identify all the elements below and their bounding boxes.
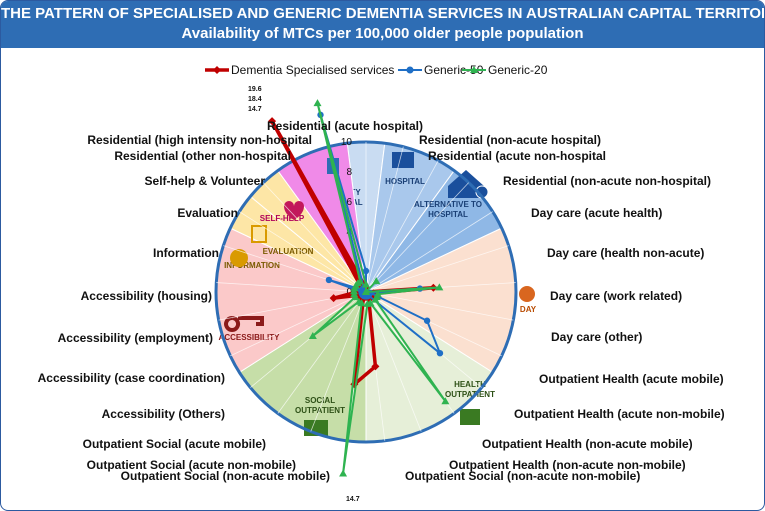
data-point [268,117,277,126]
legend-marker [470,66,478,73]
axis-spoke [365,182,469,293]
category-label: Outpatient Social (non-acute mobile) [121,469,330,483]
legend-label: Dementia Specialised services [231,63,394,77]
axis-spoke [277,291,367,414]
info-icon [230,249,248,267]
data-point [441,397,450,405]
sector-label: INFORMATION [224,261,280,270]
chart-header: THE PATTERN OF SPECIALISED AND GENERIC D… [1,1,764,48]
category-label: Outpatient Health (acute non-mobile) [514,407,725,421]
data-point [423,317,431,324]
axis-spoke [239,211,367,293]
category-label: Residential (high intensity non-hospital [87,133,312,147]
axis-spoke [310,291,367,432]
data-point [362,280,370,288]
data-point [371,362,380,371]
axis-spoke [230,291,367,357]
doctor-patient-icon [460,409,480,425]
data-point [308,331,317,339]
category-label: Accessibility (housing) [81,289,212,303]
heart-hand-icon [284,201,304,220]
legend-marker [213,66,221,74]
category-label: Outpatient Social (acute mobile) [83,437,266,451]
legend: Dementia Specialised services Generic-50 G… [205,63,548,77]
data-point [436,349,444,357]
axis-spoke [250,291,367,388]
series-generic-20 [308,99,450,477]
category-label: Residential (acute hospital) [267,119,423,133]
category-labels: Residential (acute hospital)Residential … [38,119,725,483]
overflow-value-label: 18.4 [248,96,262,103]
category-label: Residential (non-acute non-hospital) [503,174,711,188]
category-label: Accessibility (case coordination) [38,371,225,385]
category-label: Day care (health non-acute) [547,246,704,260]
axis-spoke [365,291,422,432]
sector-label: SOCIAL [305,396,335,405]
axis-spoke [365,160,439,293]
hospital-icon [392,152,414,168]
category-label: Outpatient Health (non-acute non-mobile) [449,458,686,472]
sector-label: OUTPATIENT [295,406,345,415]
axis-spoke [365,146,404,293]
overflow-value-label: 14.7 [248,106,262,113]
category-label: Day care (acute health) [531,206,662,220]
overflow-value-label: 14.7 [346,496,360,503]
data-point [362,288,370,295]
legend-label: Generic-50 [424,63,484,77]
axis-spoke [365,211,493,293]
data-point [371,295,380,303]
category-label: Self-help & Volunteer [145,174,266,188]
data-point [313,99,322,107]
category-label: Day care (other) [551,330,642,344]
key-icon [224,316,264,332]
sector-label: DAY [520,305,537,314]
data-point [339,469,348,477]
data-point [329,294,338,303]
sector-label: HEALTH [454,380,486,389]
axis-spoke [263,182,367,293]
sector-label: SELF-HELP [260,214,305,223]
axis-spoke [365,245,509,293]
category-label: Accessibility (employment) [58,331,213,345]
sector-label: HOSPITAL [428,210,468,219]
chart-subtitle: Availability of MTCs per 100,000 older p… [181,25,584,42]
people-group-icon [519,286,535,302]
overflow-value-label: 19.6 [248,86,262,93]
chart-title: THE PATTERN OF SPECIALISED AND GENERIC D… [1,5,765,22]
clipboard-icon [251,225,267,243]
axis-tick-label: 6 [346,197,352,208]
category-label: Outpatient Health (non-acute mobile) [482,437,693,451]
data-point [372,277,381,285]
data-point [354,297,363,305]
data-point [356,277,365,285]
axis-spoke [216,282,367,293]
category-label: Outpatient Social (acute non-mobile) [87,458,296,472]
category-label: Residential (other non-hospital [114,149,291,163]
sector-label: OUTPATIENT [445,390,495,399]
category-label: Outpatient Health (acute mobile) [539,372,724,386]
legend-marker [406,66,414,74]
data-point [362,267,370,275]
category-label: Residential (acute non-hospital [428,149,606,163]
sector-label: ACCESSIBILITY [219,333,281,342]
category-label: Residential (non-acute hospital) [419,133,601,147]
axis-tick-label: 8 [346,167,352,178]
category-label: Day care (work related) [550,289,682,303]
sector-label: HOSPITAL [385,177,425,186]
axis-tick-label: 10 [341,137,353,148]
data-point [363,299,372,307]
legend-label: Generic-20 [488,63,548,77]
axis-spoke [365,291,514,321]
data-point [325,276,333,284]
category-label: Evaluation [177,206,238,220]
data-point [435,283,444,291]
category-label: Accessibility (Others) [102,407,225,421]
category-label: Information [153,246,219,260]
sector-label: EVALUATION [263,247,314,256]
category-label: Outpatient Social (non-acute non-mobile) [405,469,640,483]
